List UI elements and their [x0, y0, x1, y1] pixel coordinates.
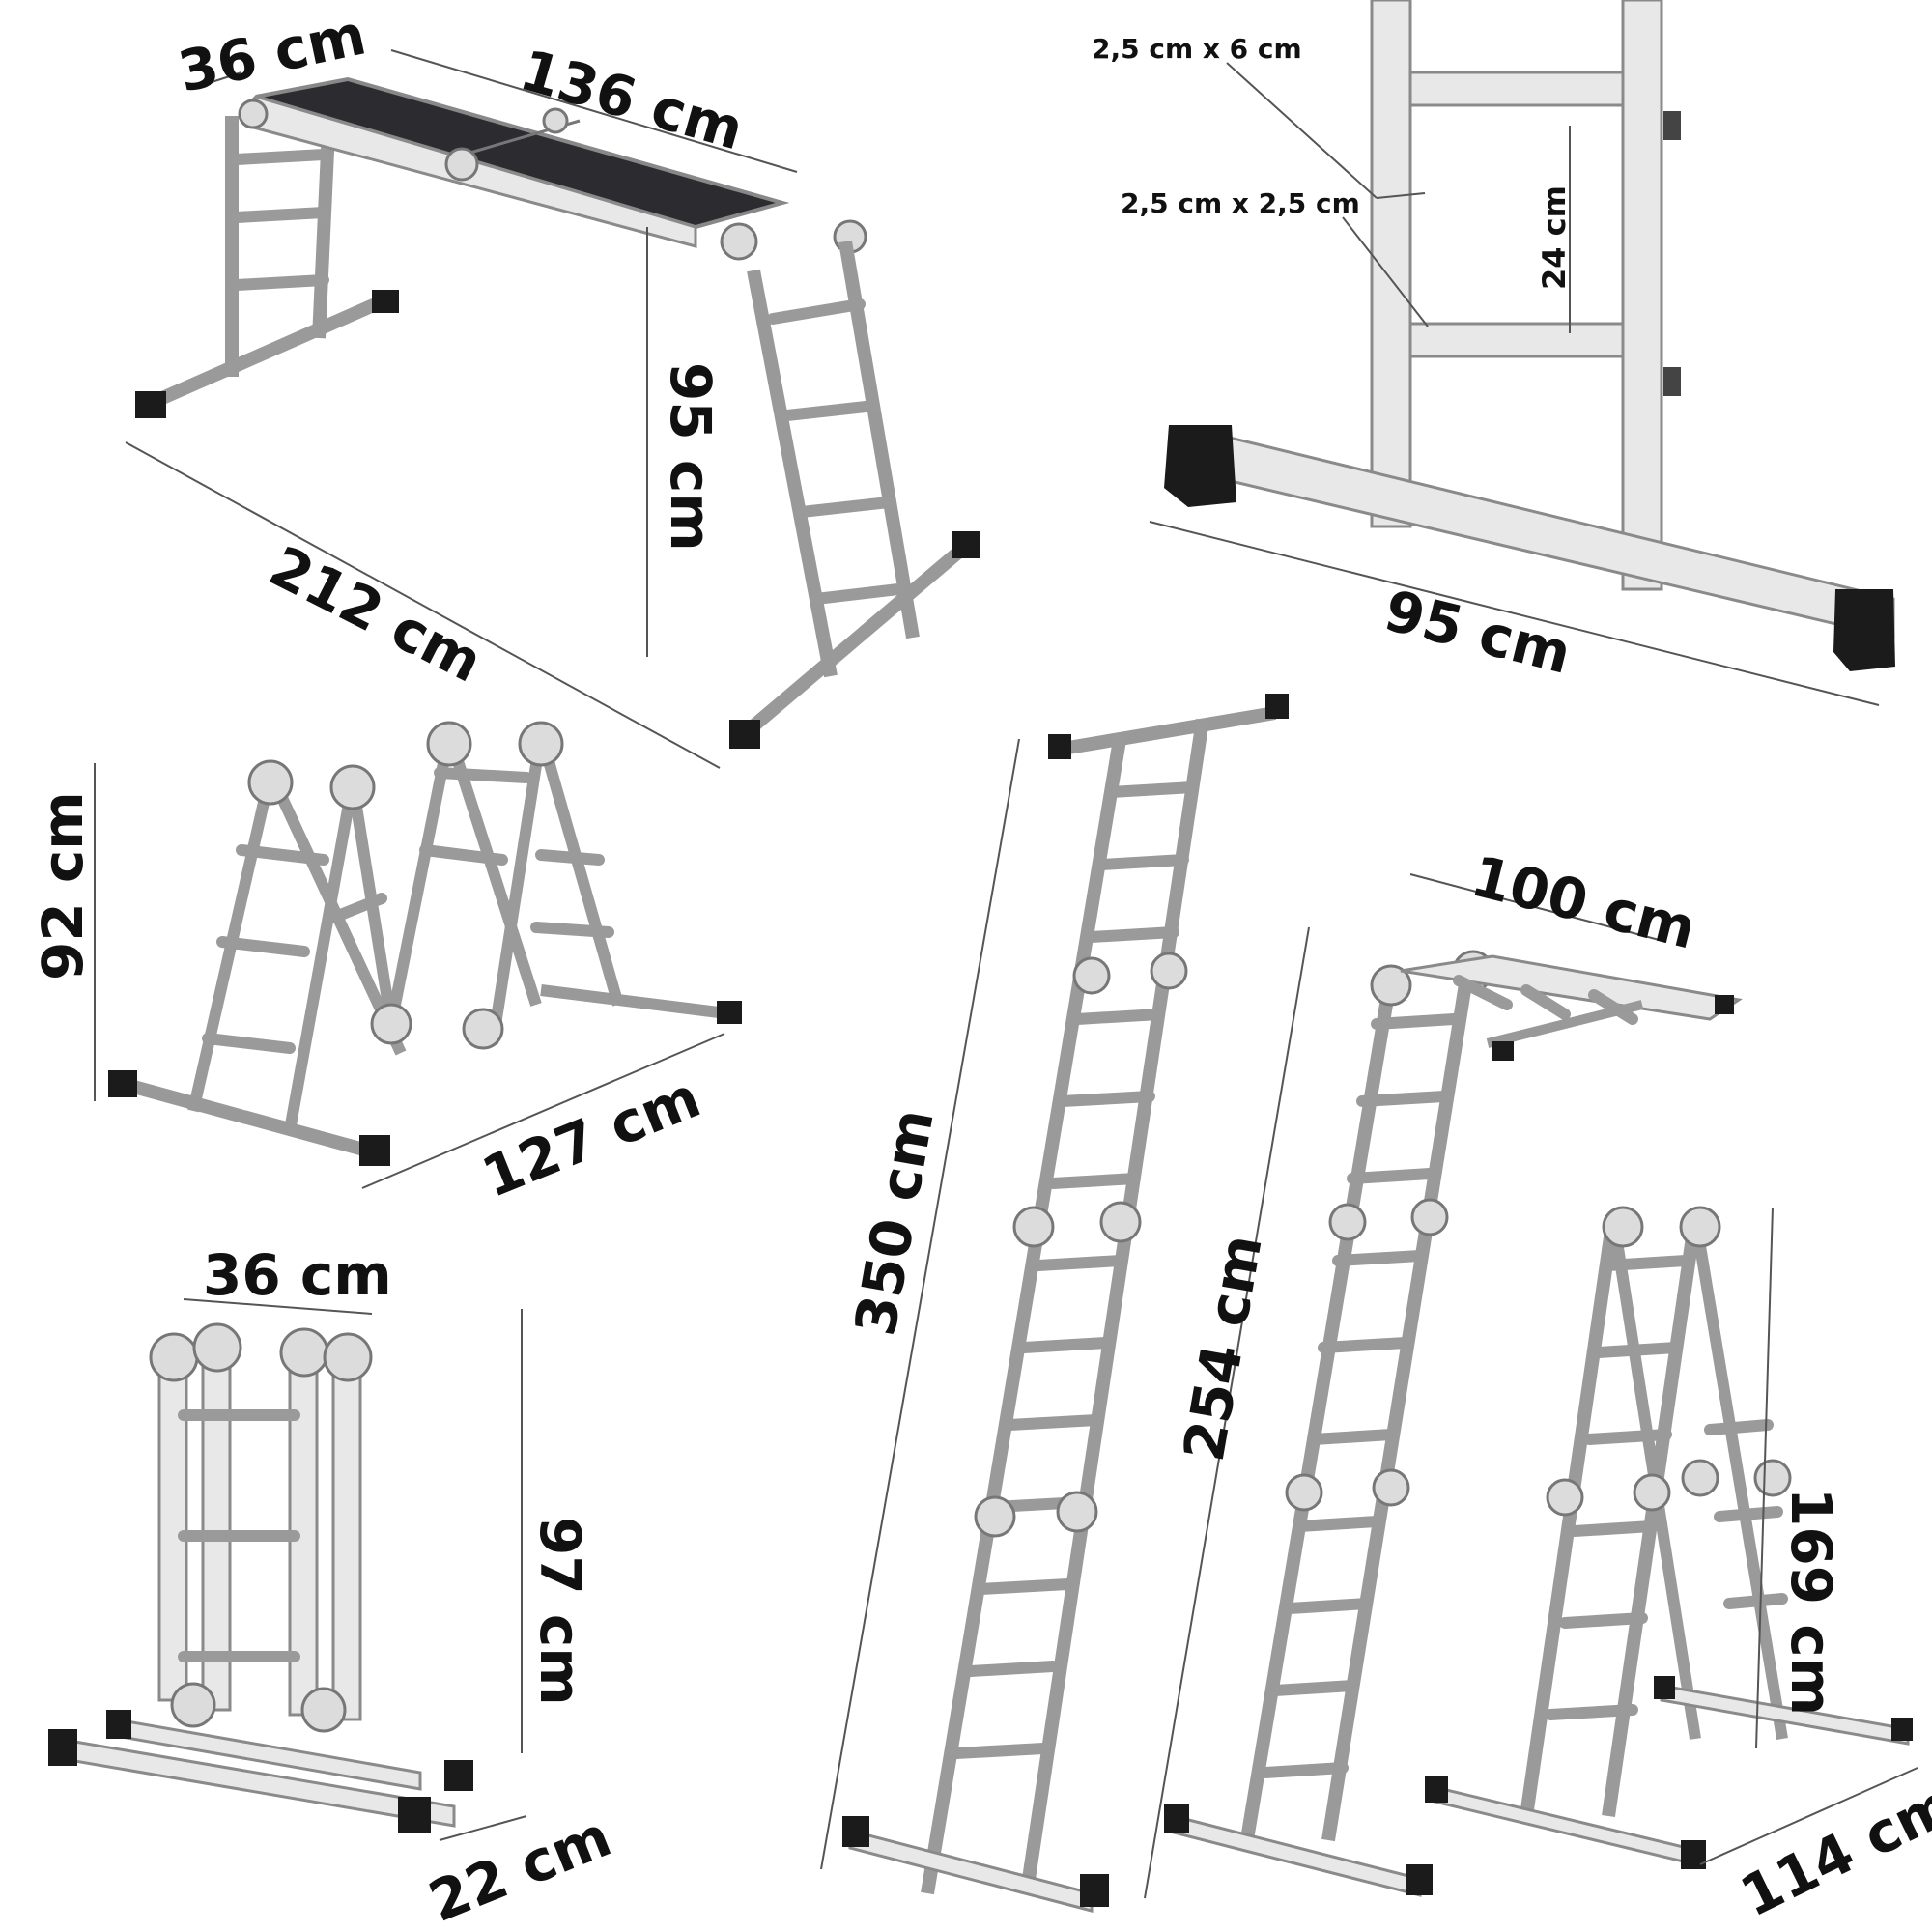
hinge-icon	[1372, 1468, 1410, 1507]
m-span-label: 127 cm	[473, 1064, 709, 1209]
foot-icon	[1492, 1041, 1514, 1061]
folded-rail	[331, 1346, 362, 1721]
hinge-icon	[462, 1008, 504, 1050]
detail-closeup: 2,5 cm x 6 cm 2,5 cm x 2,5 cm 24 cm 95 c…	[1092, 0, 1895, 706]
foot-icon	[842, 1816, 869, 1847]
folded-width-label: 36 cm	[203, 1242, 392, 1308]
hinge-icon	[238, 99, 269, 129]
scaffold-base	[1172, 1814, 1422, 1897]
scaffold-top-label: 100 cm	[1465, 843, 1703, 962]
foot-icon	[1164, 425, 1236, 507]
foot-icon	[1654, 1676, 1675, 1699]
scaffold-configuration: 100 cm 254 cm	[1144, 843, 1743, 1899]
folded-configuration: 36 cm 97 cm 22 cm	[48, 1242, 620, 1932]
scaffold-top-section	[1400, 954, 1743, 1021]
hinge-icon	[170, 1682, 216, 1728]
hinge-icon	[444, 147, 479, 182]
hinge-icon	[1285, 1473, 1323, 1512]
lock-slot-icon	[1663, 111, 1681, 140]
right-rail	[1621, 0, 1663, 591]
hinge-icon	[1072, 956, 1111, 995]
hinge-icon	[323, 1332, 373, 1382]
scaffold-height-label: 254 cm	[1171, 1230, 1275, 1465]
base-bar	[1196, 428, 1895, 639]
hinge-icon	[426, 721, 472, 767]
aframe-configuration: 169 cm 114 cm	[1425, 1206, 1932, 1930]
folded-height-label: 97 cm	[527, 1517, 593, 1706]
hinge-icon	[149, 1332, 199, 1382]
upper-rung	[1408, 71, 1625, 107]
foot-icon	[108, 1070, 137, 1097]
hinge-icon	[1410, 1198, 1449, 1236]
lower-rung	[1408, 322, 1625, 358]
m-shape-configuration: 92 cm 127 cm	[30, 721, 742, 1210]
foot-icon	[1406, 1864, 1433, 1895]
aframe-base-front	[1433, 1785, 1697, 1866]
aframe-height-label: 169 cm	[1778, 1488, 1844, 1716]
m-height-label: 92 cm	[30, 791, 96, 980]
foot-icon	[106, 1710, 131, 1739]
rung-profile-label: 2,5 cm x 2,5 cm	[1121, 187, 1360, 219]
hinge-icon	[247, 759, 294, 806]
hinge-icon	[542, 107, 569, 134]
rail-profile-label: 2,5 cm x 6 cm	[1092, 33, 1302, 65]
rung-spacing-label: 24 cm	[1536, 185, 1573, 290]
platform-height-label: 95 cm	[658, 362, 724, 552]
folded-rail	[157, 1341, 188, 1702]
hinge-icon	[1681, 1459, 1719, 1497]
foot-icon	[1080, 1874, 1109, 1907]
hinge-icon	[518, 721, 564, 767]
foot-icon	[1891, 1718, 1913, 1741]
hinge-icon	[329, 764, 376, 810]
straight-base	[848, 1829, 1094, 1913]
platform-right-section	[729, 240, 980, 749]
foot-icon	[1425, 1776, 1448, 1803]
foot-icon	[359, 1135, 390, 1166]
platform-configuration: 36 cm 136 cm 95 cm 212 cm	[125, 1, 980, 769]
hinge-icon	[1328, 1203, 1367, 1241]
foot-icon	[1048, 734, 1071, 759]
hinge-icon	[974, 1495, 1016, 1538]
hinge-icon	[192, 1322, 242, 1373]
foot-icon	[717, 1001, 742, 1024]
hinge-icon	[720, 222, 758, 261]
aframe-span-label: 114 cm	[1730, 1771, 1932, 1930]
hinge-icon	[1150, 952, 1188, 990]
lock-slot-icon	[1663, 367, 1681, 396]
hinge-icon	[1679, 1206, 1721, 1248]
hinge-icon	[1056, 1491, 1098, 1533]
hinge-icon	[300, 1687, 347, 1733]
foot-icon	[444, 1760, 473, 1791]
straight-configuration: 350 cm	[820, 694, 1289, 1913]
foot-icon	[952, 531, 980, 558]
hinge-icon	[1099, 1201, 1142, 1243]
foot-icon	[48, 1729, 77, 1766]
hinge-icon	[1012, 1206, 1055, 1248]
foot-icon	[1681, 1840, 1706, 1869]
hinge-icon	[1633, 1473, 1671, 1512]
hinge-icon	[1602, 1206, 1644, 1248]
foot-icon	[398, 1797, 431, 1833]
platform-left-section	[135, 116, 399, 418]
foot-icon	[729, 720, 760, 749]
foot-icon	[1164, 1804, 1189, 1833]
hinge-icon	[1546, 1478, 1584, 1517]
foot-icon	[1265, 694, 1289, 719]
base-width-label: 95 cm	[1378, 578, 1577, 687]
platform-span-label: 212 cm	[260, 533, 493, 696]
folded-rail	[201, 1341, 232, 1712]
hinge-icon	[279, 1327, 329, 1378]
hinge-icon	[370, 1003, 412, 1045]
hinge-icon	[1370, 964, 1412, 1007]
foot-icon	[1833, 589, 1895, 671]
foot-icon	[135, 391, 166, 418]
straight-length-label: 350 cm	[842, 1104, 947, 1340]
foot-icon	[372, 290, 399, 313]
foot-icon	[1715, 995, 1734, 1014]
